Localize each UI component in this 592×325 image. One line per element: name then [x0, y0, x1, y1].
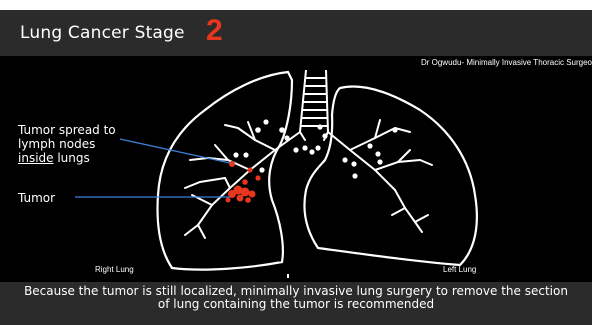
trachea — [300, 70, 328, 132]
caption-text: Because the tumor is still localized, mi… — [20, 285, 572, 310]
lungs-word: lungs — [54, 151, 90, 165]
tumor-label: Tumor — [18, 191, 55, 205]
lymph-node-spread-label: Tumor spread to lymph nodes inside lungs — [18, 123, 116, 165]
left-lung-outline — [305, 87, 477, 265]
inside-word: inside — [18, 151, 54, 165]
right-lung-label: Right Lung — [95, 263, 134, 277]
caption-bar: Because the tumor is still localized, mi… — [0, 282, 592, 325]
center-mark — [287, 274, 289, 278]
left-lung-label: Left Lung — [443, 263, 476, 277]
right-lung-outline — [158, 72, 292, 270]
spread-label-line3: inside lungs — [18, 151, 116, 165]
slide: Lung Cancer Stage 2 — [0, 10, 592, 325]
bronchial-tree — [185, 120, 432, 238]
spread-label-line2: lymph nodes — [18, 137, 116, 151]
author-credit: Dr Ogwudu- Minimally Invasive Thoracic S… — [421, 58, 592, 67]
spread-label-line1: Tumor spread to — [18, 123, 116, 137]
